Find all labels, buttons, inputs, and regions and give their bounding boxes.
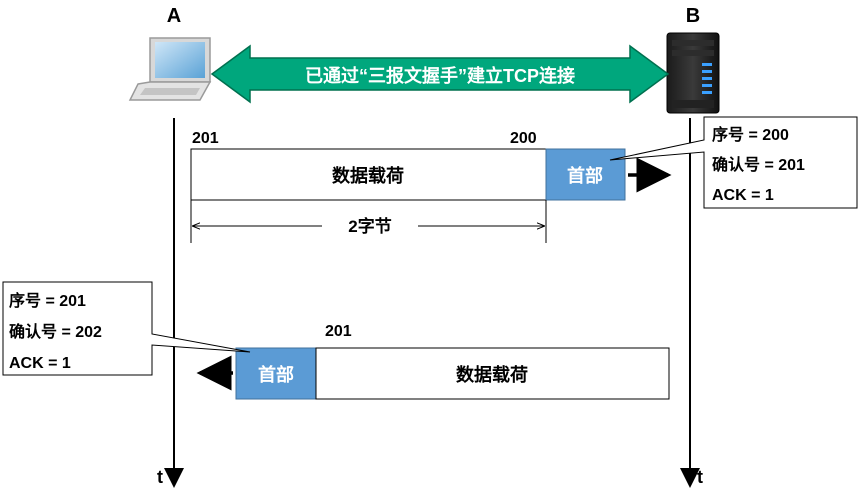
segment-1-callout-seq: 序号 = 200 xyxy=(712,125,789,144)
segment-1-length-label: 2字节 xyxy=(348,216,391,236)
connection-banner: 已通过“三报文握手”建立TCP连接 xyxy=(210,44,670,104)
segment-1-callout-shape xyxy=(609,116,858,209)
timeline-b-label: t xyxy=(697,467,703,487)
segment-2-callout-seq: 序号 = 201 xyxy=(9,291,86,310)
segment-1-callout-ack-num: 确认号 = 201 xyxy=(712,155,805,174)
segment-1: 201 200 数据载荷 首部 2字节 xyxy=(190,130,672,243)
segment-2-callout: 序号 = 201 确认号 = 202 ACK = 1 xyxy=(2,281,251,376)
segment-2-payload-label: 数据载荷 xyxy=(456,364,528,385)
segment-2-callout-ack-flag: ACK = 1 xyxy=(9,355,71,372)
segment-2: 201 首部 数据载荷 xyxy=(196,323,670,400)
host-b-label: B xyxy=(686,5,700,27)
banner-text: 已通过“三报文握手”建立TCP连接 xyxy=(305,65,575,86)
segment-1-seq-left: 201 xyxy=(192,130,219,147)
host-a-label: A xyxy=(167,5,181,27)
segment-1-seq-right: 200 xyxy=(510,130,537,147)
segment-1-header-label: 首部 xyxy=(567,165,603,186)
segment-2-callout-shape xyxy=(2,281,251,376)
segment-1-payload-label: 数据载荷 xyxy=(332,165,404,186)
segment-2-header-box xyxy=(235,347,317,400)
segment-2-callout-ack-num: 确认号 = 202 xyxy=(9,322,102,341)
segment-2-payload-box xyxy=(315,347,670,400)
segment-1-callout: 序号 = 200 确认号 = 201 ACK = 1 xyxy=(609,116,858,209)
banner-double-arrow xyxy=(210,44,670,104)
server-tower-icon xyxy=(666,32,720,114)
timeline-a-label: t xyxy=(157,467,163,487)
segment-2-header-label: 首部 xyxy=(258,364,294,385)
segment-1-header-box xyxy=(545,148,626,201)
segment-2-seq-label: 201 xyxy=(325,323,352,340)
laptop-icon xyxy=(128,37,212,101)
segment-1-callout-ack-flag: ACK = 1 xyxy=(712,187,774,204)
